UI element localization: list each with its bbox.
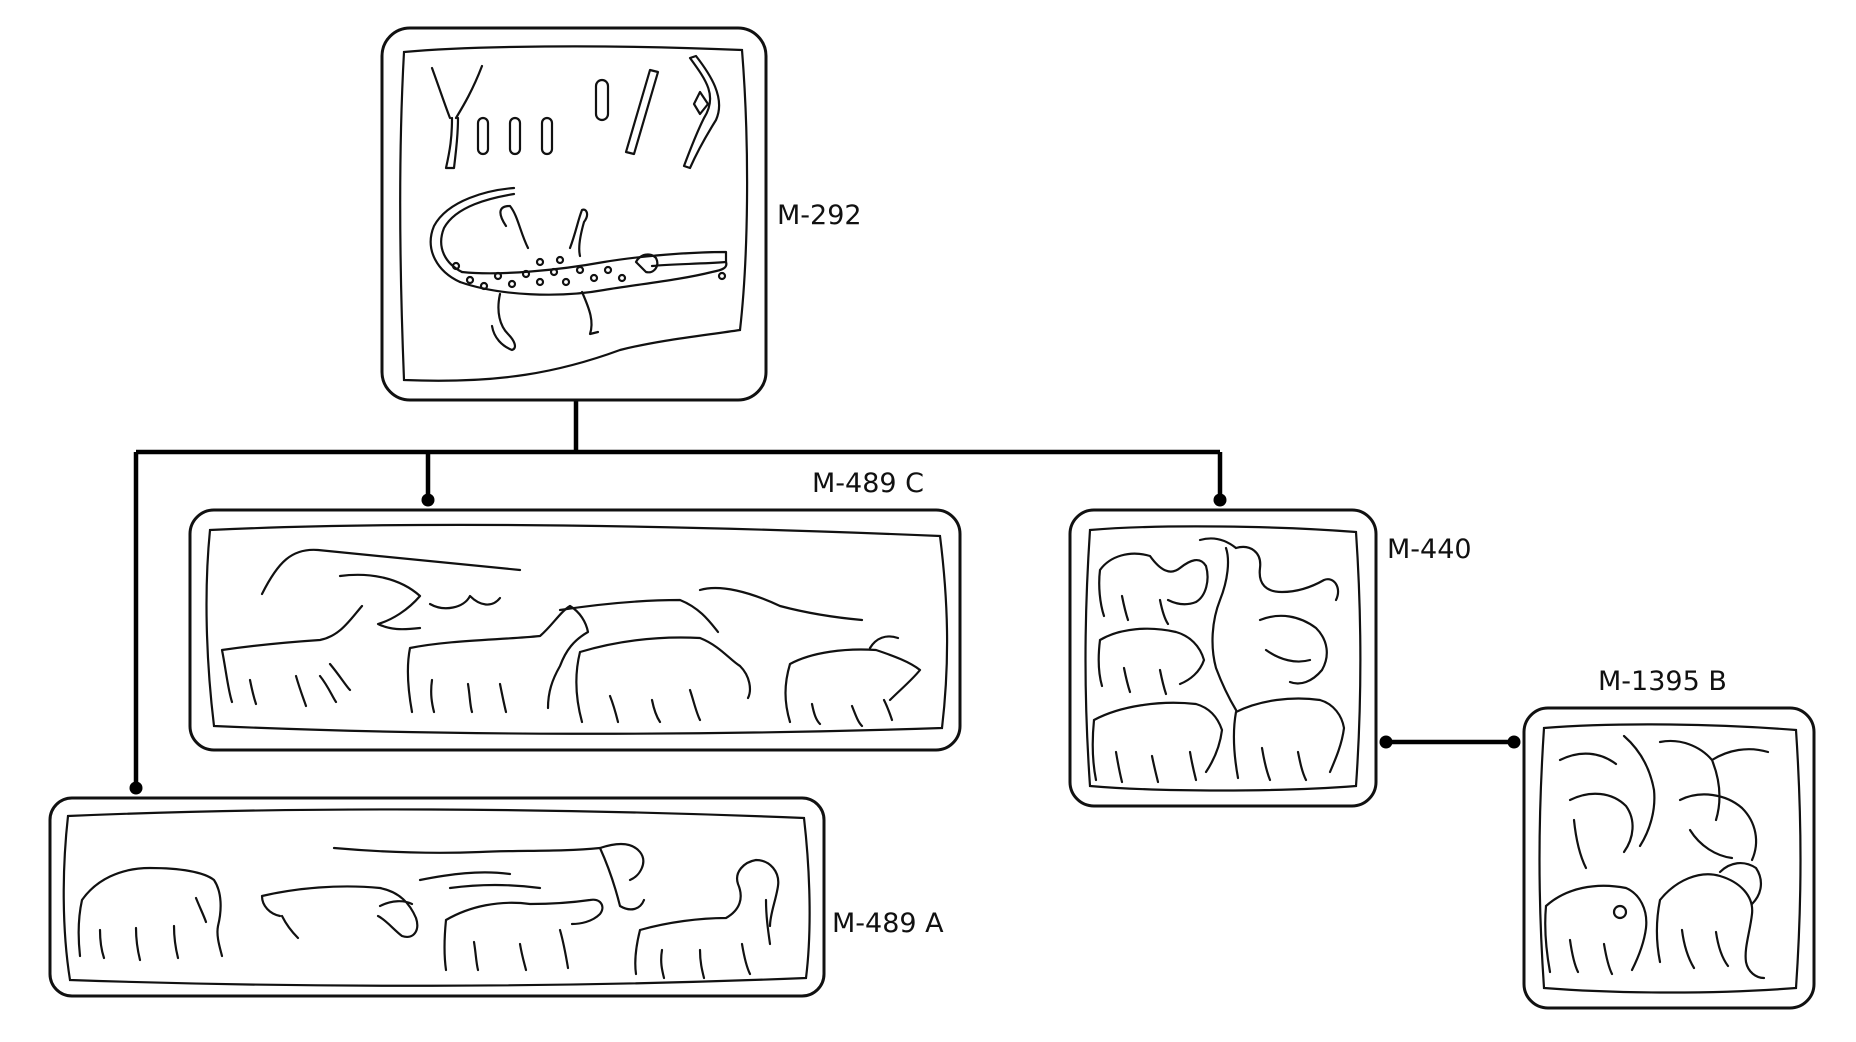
seal-m489c-animals [220, 548, 922, 728]
seal-m292-inscription [430, 54, 721, 170]
connector-node [1213, 493, 1227, 507]
seal-m489a-frame [48, 796, 826, 998]
seal-m1395b-frame [1522, 706, 1816, 1010]
seal-m440 [1068, 508, 1378, 808]
seal-m489a-impression-edge [62, 808, 811, 987]
seal-m292-impression-edge [399, 45, 749, 382]
seal-m440-frame [1068, 508, 1378, 808]
connector-node [1379, 735, 1393, 749]
seal-label-m489c: M-489 C [812, 468, 925, 499]
seal-m489c [188, 508, 962, 752]
seal-m489c-frame [188, 508, 962, 752]
seal-m292-gharial [429, 186, 728, 352]
connector-lines [129, 400, 1521, 795]
seal-label-m1395b: M-1395 B [1598, 666, 1727, 697]
connector-node [1507, 735, 1521, 749]
seal-m489c-impression-edge [205, 523, 949, 735]
seal-m1395b-animals [1544, 734, 1770, 980]
seal-label-m489a: M-489 A [832, 908, 944, 939]
seal-m440-impression-edge [1084, 525, 1362, 792]
seal-m489a-animals [77, 842, 780, 980]
seal-m1395b [1522, 706, 1816, 1010]
seal-m292-frame [380, 26, 768, 402]
seal-label-m292: M-292 [777, 200, 862, 231]
seal-label-m440: M-440 [1387, 534, 1472, 565]
seal-m489a [48, 796, 826, 998]
seal-m1395b-impression-edge [1538, 723, 1802, 994]
connector-node [129, 781, 143, 795]
seal-m440-animals [1091, 537, 1346, 784]
connector-node [421, 493, 435, 507]
seal-m292 [380, 26, 768, 402]
